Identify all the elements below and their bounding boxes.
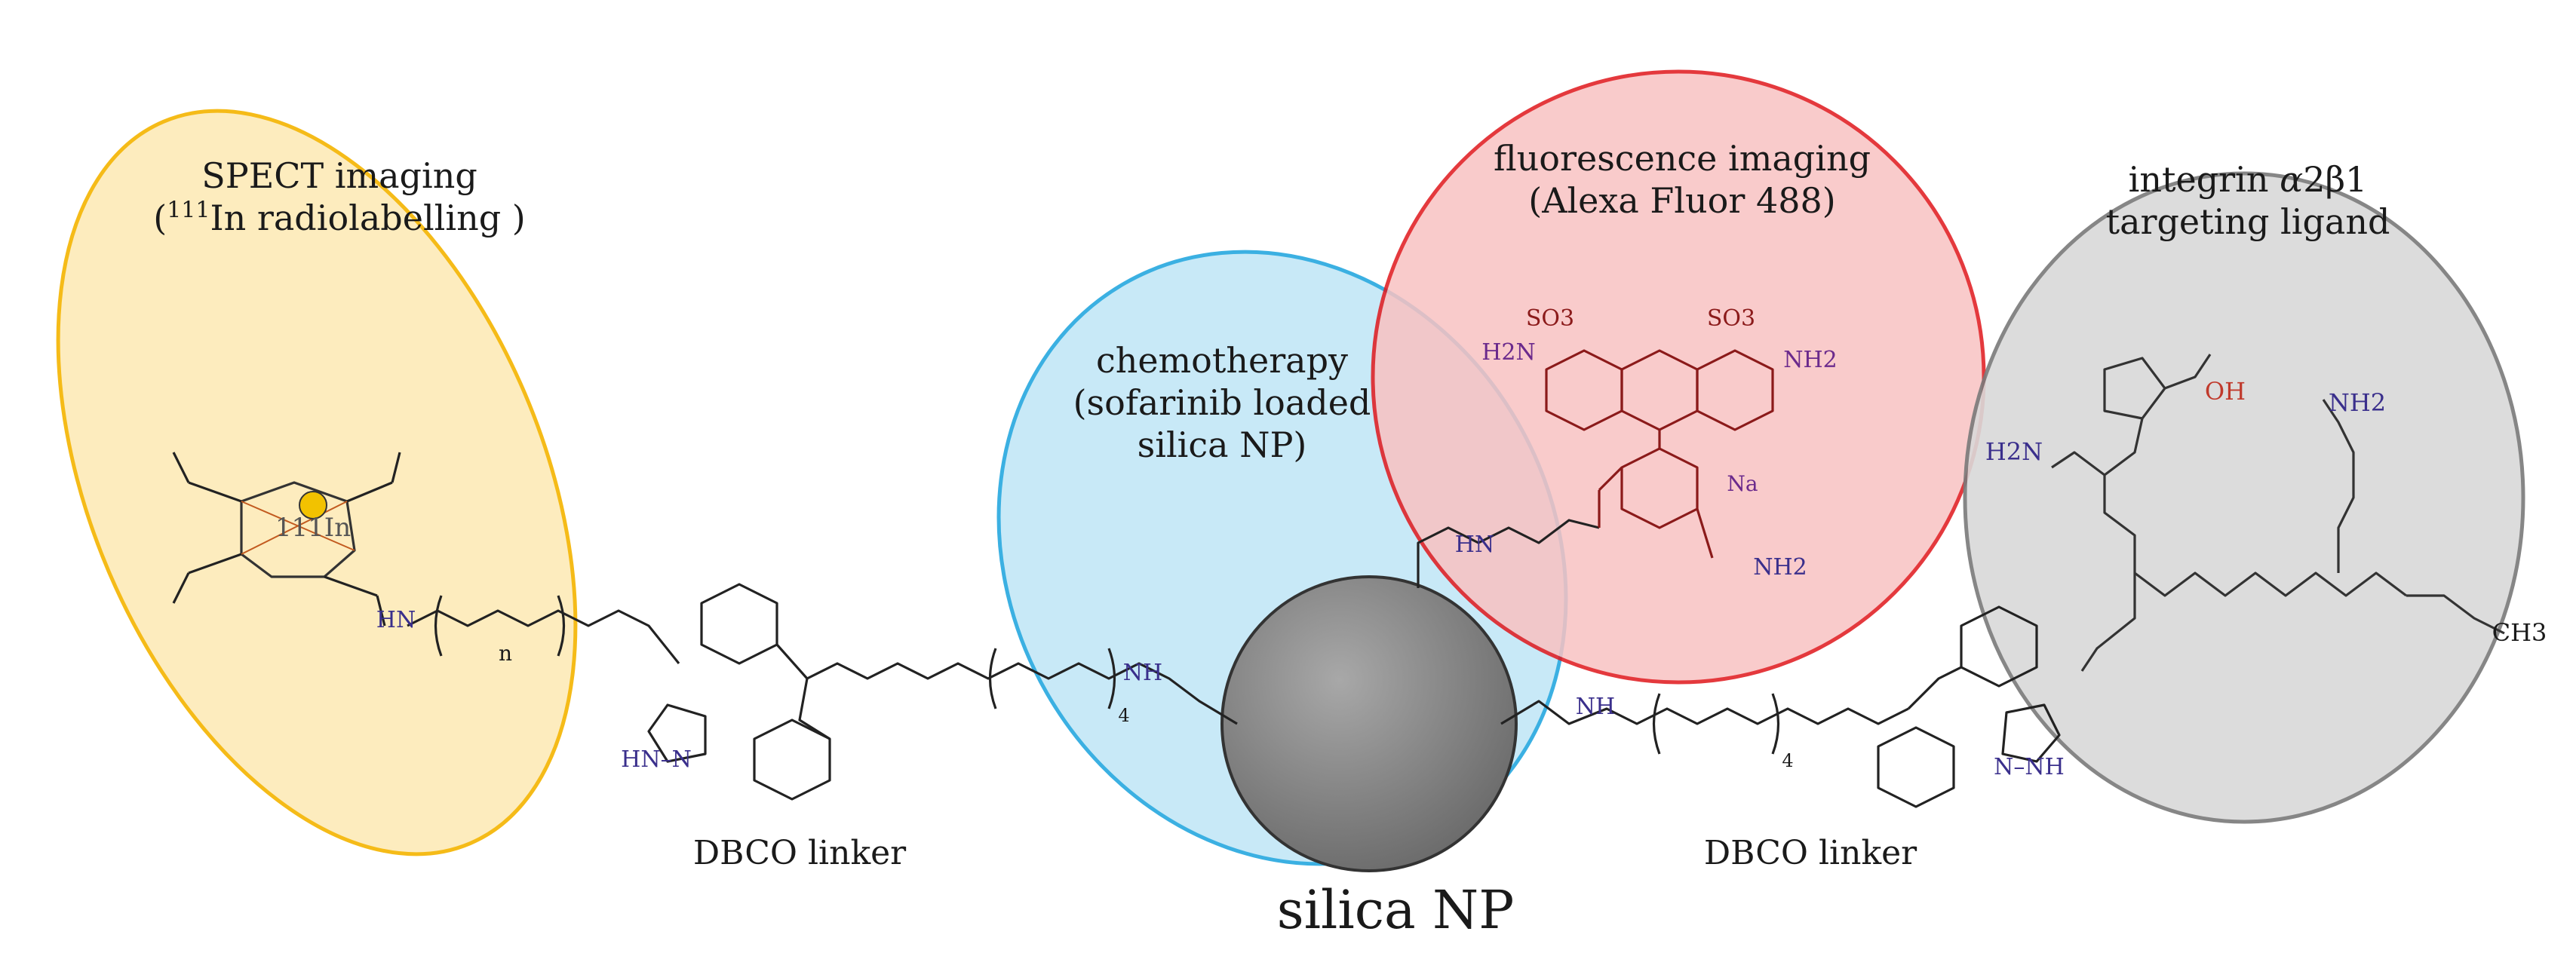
silica-nanoparticle	[1220, 575, 1518, 872]
fluorescence-label: fluorescence imaging (Alexa Fluor 488)	[1441, 137, 1924, 222]
dbco-benzene-left-top	[700, 583, 778, 665]
silica-np-label: silica NP	[1276, 879, 1515, 941]
dbco-ring-right	[1907, 666, 1962, 710]
hn-label-left: HN	[376, 607, 416, 633]
linker-left	[806, 662, 1238, 725]
hn-label-dye: HN	[1454, 532, 1495, 558]
dbco-benzene-right-bottom	[1877, 726, 1955, 808]
integrin-title: integrin α2β1	[2128, 159, 2368, 200]
spect-region	[56, 109, 578, 856]
radioactive-badge	[299, 491, 327, 519]
dbco-benzene-left-bottom	[753, 719, 831, 801]
dota-arm	[376, 595, 386, 627]
nh2-dye-left: H2N	[1481, 339, 1536, 366]
hydrazide-label: NH2	[1753, 554, 1807, 581]
chemo-line2: (sofarinib loaded	[1073, 382, 1371, 424]
peg-bracket	[557, 595, 566, 657]
np-linker	[1417, 519, 1600, 588]
dota-ring	[240, 481, 356, 578]
nh-label-center-left: NH	[1122, 660, 1163, 686]
peg-bracket	[1652, 693, 1661, 755]
dota-coord	[241, 501, 348, 555]
peg4-left: 4	[1118, 705, 1130, 726]
ch3-label: CH3	[2492, 618, 2547, 647]
triazole-hnn-left: HN–N	[621, 746, 692, 773]
peg-bracket	[434, 595, 443, 657]
oh-label: OH	[2204, 377, 2246, 406]
linker-right	[1500, 700, 1909, 725]
dota-arm	[391, 452, 401, 483]
guanidine-nh2: NH2	[2328, 388, 2387, 417]
dota-arm	[324, 575, 378, 597]
n-subscript: n	[498, 641, 513, 666]
chemo-title: chemotherapy	[1095, 340, 1349, 381]
integrin-label: integrin α2β1 targeting ligand	[2037, 158, 2459, 243]
h2n-peptide: H2N	[1985, 437, 2043, 466]
dota-arm	[172, 452, 190, 483]
dbco-linker-left-label: DBCO linker	[692, 834, 907, 872]
dbco-linker-right-label: DBCO linker	[1703, 834, 1917, 872]
integrin-subtitle: targeting ligand	[2105, 201, 2390, 243]
indium-label: 111In	[275, 513, 352, 543]
spect-label: SPECT imaging (111In radiolabelling )	[128, 155, 551, 239]
alexa-fluor-structure	[1545, 349, 1774, 559]
triazole-nnh-right: N–NH	[1994, 754, 2065, 780]
chemo-line3: silica NP)	[1137, 424, 1307, 466]
nh-label-center-right: NH	[1575, 694, 1616, 720]
peg-bracket	[988, 648, 997, 709]
spect-subtitle: (111In radiolabelling )	[153, 197, 526, 239]
peg-chain-left	[407, 609, 680, 664]
fluorescence-title: fluorescence imaging	[1493, 138, 1871, 179]
peg-bracket	[1771, 693, 1780, 755]
indium-isotope-sup: 111	[167, 197, 210, 224]
spect-title: SPECT imaging	[201, 155, 477, 196]
dota-arm	[346, 481, 393, 503]
chemo-label: chemotherapy (sofarinib loaded silica NP…	[1011, 339, 1433, 466]
dota-arm	[172, 572, 190, 604]
dota-arm	[188, 553, 242, 575]
dbco-ring-left	[775, 643, 831, 740]
fluorescence-subtitle: (Alexa Fluor 488)	[1528, 180, 1836, 222]
triazole-left	[647, 703, 707, 763]
so3-left: SO3	[1525, 305, 1575, 332]
na-counterion: Na	[1727, 471, 1758, 496]
so3-right: SO3	[1706, 305, 1756, 332]
integrin-region	[1963, 171, 2525, 824]
dota-arm	[188, 481, 242, 503]
triazole-right	[2001, 703, 2061, 763]
molecular-structure	[172, 349, 2505, 808]
peg4-right: 4	[1782, 750, 1794, 771]
nh2-dye-right: NH2	[1783, 347, 1838, 373]
peg-bracket	[1107, 648, 1116, 709]
peptide-structure	[2051, 354, 2505, 672]
